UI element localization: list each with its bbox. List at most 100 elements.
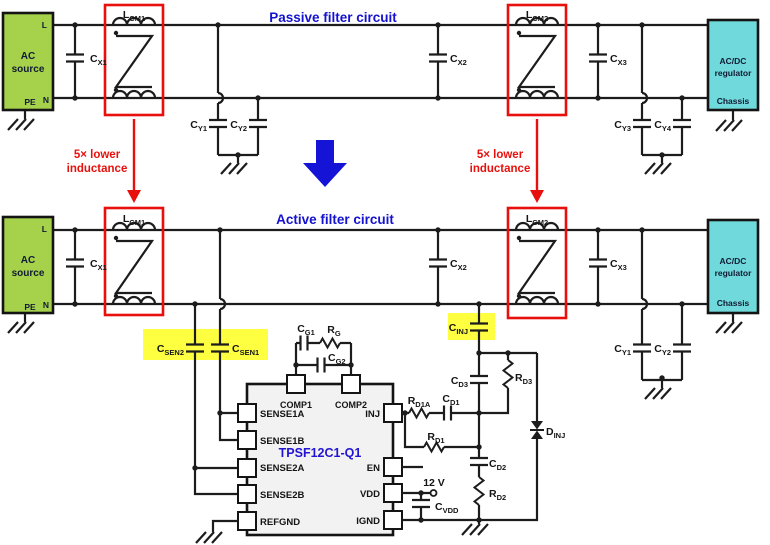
yellow-highlights — [143, 313, 495, 360]
pin-sense2a — [237, 458, 257, 478]
cy12-bot-wires — [640, 230, 684, 388]
dinj-label: DINJ — [546, 426, 565, 440]
cd1-label: CD1 — [442, 393, 459, 407]
lcm1-label-top: LCM1 — [123, 9, 145, 23]
cg2-label: CG2 — [328, 352, 346, 366]
lower-inductance-right-1: 5× lower — [477, 149, 524, 161]
red-arrow-right: 5× lower inductance — [470, 119, 544, 203]
pin-sense1b-label: SENSE1B — [260, 436, 304, 447]
cx3-label-top: CX3 — [610, 53, 627, 67]
lcm2-label-bottom: LCM2 — [526, 213, 548, 227]
cy3-cap — [631, 118, 653, 129]
cvdd-label: CVDD — [435, 501, 459, 515]
acdc-line1: AC/DC — [720, 256, 747, 266]
passive-filter-section: Passive filter circuit LCM1 LCM2 — [1, 3, 760, 176]
acdc-box — [706, 218, 760, 315]
supply-terminal-icon — [429, 489, 438, 497]
lcm1-z-symbol — [113, 239, 155, 295]
lcm1-label-bottom: LCM1 — [123, 213, 145, 227]
pin-pe-label: PE — [24, 97, 36, 107]
rd3-label: RD3 — [515, 372, 532, 386]
acdc-line2: regulator — [715, 268, 753, 278]
pin-inj — [383, 403, 403, 423]
dinj-wires — [479, 353, 539, 522]
active-title: Active filter circuit — [276, 212, 394, 227]
pin-l-label: L — [42, 224, 47, 234]
cx1-label-top: CX1 — [90, 53, 107, 67]
cy1-cap-bottom — [631, 343, 653, 353]
lower-inductance-left-1: 5× lower — [74, 149, 121, 161]
cy1-label-bottom: CY1 — [614, 343, 631, 357]
pin-vdd-label: VDD — [360, 489, 380, 500]
pin-inj-label: INJ — [365, 409, 380, 420]
acdc-box — [706, 18, 760, 112]
pin-n-label: N — [43, 300, 49, 310]
rd2-resistor — [473, 476, 485, 506]
cx2-cap-top — [427, 53, 449, 63]
ac-source-line1: AC — [21, 51, 35, 62]
pin-comp1-label: COMP1 — [280, 400, 312, 410]
acdc-line1: AC/DC — [720, 56, 747, 66]
ground-symbol — [714, 320, 744, 335]
supply-12v-label: 12 V — [423, 477, 445, 489]
red-arrowhead-icon — [530, 190, 544, 203]
ac-source-box — [1, 215, 55, 315]
cy2-label-bottom: CY2 — [654, 343, 671, 357]
cvdd-cap — [410, 498, 432, 509]
cx3-cap-bottom — [587, 258, 609, 268]
acdc-line2: regulator — [715, 68, 753, 78]
ground-symbol — [194, 530, 224, 545]
cx1-cap-top — [64, 53, 86, 63]
cd3-cap — [468, 374, 490, 385]
pin-l-label: L — [42, 20, 47, 30]
cy1-label: CY1 — [190, 119, 207, 133]
ground-symbol — [643, 161, 673, 176]
active-filter-section: Active filter circuit LCM1 LCM2 — [1, 206, 760, 496]
lower-inductance-left-2: inductance — [67, 163, 128, 175]
pin-refgnd-label: REFGND — [260, 517, 300, 528]
lcm1-red-box — [103, 206, 165, 317]
lcm1-red-box — [103, 3, 165, 117]
ac-source-line1: AC — [21, 255, 35, 266]
cx3-cap-top — [587, 53, 609, 63]
ac-source-box — [1, 11, 55, 112]
cd1-cap — [442, 404, 453, 422]
lcm2-z-symbol — [516, 239, 558, 295]
cx2-label-bottom: CX2 — [450, 258, 467, 272]
cd2-label: CD2 — [489, 458, 506, 472]
cx2-label-top: CX2 — [450, 53, 467, 67]
csen2-label: CSEN2 — [157, 343, 184, 357]
cy2-cap-bottom — [671, 343, 693, 353]
comp-network-wires — [294, 341, 353, 375]
csen1-label: CSEN1 — [232, 343, 259, 357]
pin-ignd-label: IGND — [356, 516, 380, 527]
chassis-label: Chassis — [717, 96, 750, 106]
red-arrowhead-icon — [127, 190, 141, 203]
rd1a-label: RD1A — [408, 395, 431, 409]
pin-vdd — [383, 483, 403, 503]
ac-source-line2: source — [12, 64, 45, 75]
cy34-top-wires — [640, 25, 684, 163]
inj-cap-highlight — [448, 313, 495, 340]
lcm2-choke-bottom: LCM2 — [506, 206, 568, 320]
pin-en — [383, 457, 403, 477]
acdc-regulator-block-top: AC/DC regulator Chassis — [706, 18, 760, 112]
refgnd-wire — [211, 519, 238, 532]
passive-title: Passive filter circuit — [269, 10, 397, 25]
lcm1-choke-bottom: LCM1 — [103, 206, 165, 317]
cy4-label: CY4 — [654, 119, 672, 133]
chassis-label: Chassis — [717, 298, 750, 308]
cx23-bot-wires — [436, 230, 600, 304]
ic-part-number: TPSF12C1-Q1 — [279, 446, 362, 460]
pin-comp1 — [286, 374, 306, 394]
lcm2-red-box — [506, 3, 568, 117]
pin-n-label: N — [43, 95, 49, 105]
cy12-top-wires — [216, 25, 260, 163]
cy1-cap — [207, 118, 229, 129]
cd3-label: CD3 — [451, 375, 468, 389]
pin-sense2b — [237, 484, 257, 504]
middle-annotations: 5× lower inductance 5× lower inductance — [67, 119, 544, 203]
pin-comp2-label: COMP2 — [335, 400, 367, 410]
